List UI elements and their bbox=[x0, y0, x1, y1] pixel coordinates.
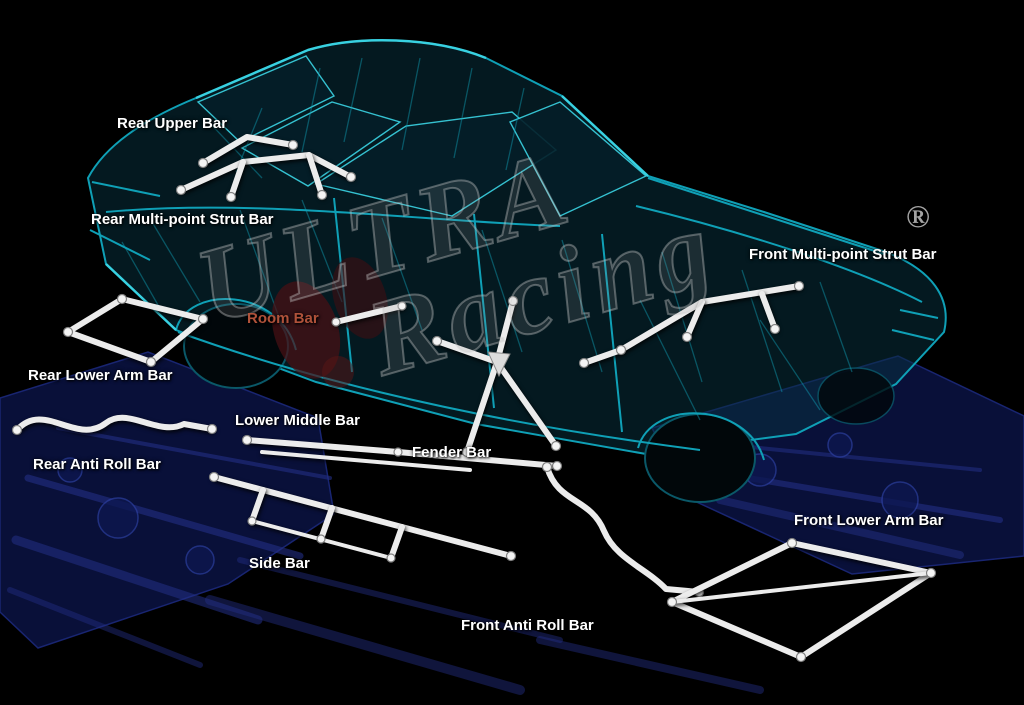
windshield bbox=[509, 101, 648, 217]
label-front-multi-point-strut-bar: Front Multi-point Strut Bar bbox=[749, 246, 937, 263]
lower-middle-bar-part bbox=[241, 434, 563, 472]
undercarriage-left bbox=[0, 351, 563, 695]
rear-window bbox=[196, 55, 336, 143]
room-bar-part bbox=[331, 301, 407, 327]
label-rear-anti-roll-bar: Rear Anti Roll Bar bbox=[33, 456, 161, 473]
label-rear-multi-point-strut-bar: Rear Multi-point Strut Bar bbox=[91, 211, 274, 228]
front-multipoint-strut-bar-part bbox=[578, 280, 805, 369]
rear-anti-roll-bar-part bbox=[11, 414, 218, 436]
car-body-wireframe bbox=[86, 38, 947, 503]
front-wheel bbox=[644, 413, 756, 503]
far-front-wheel bbox=[817, 367, 895, 425]
label-room-bar: Room Bar bbox=[247, 310, 319, 327]
label-side-bar: Side Bar bbox=[249, 555, 310, 572]
label-rear-upper-bar: Rear Upper Bar bbox=[117, 115, 228, 132]
side-bar-part bbox=[208, 471, 517, 563]
interior-detail bbox=[322, 356, 354, 388]
label-front-lower-arm-bar: Front Lower Arm Bar bbox=[794, 512, 944, 529]
label-rear-lower-arm-bar: Rear Lower Arm Bar bbox=[28, 367, 173, 384]
interior-seat bbox=[271, 281, 341, 379]
label-lower-middle-bar: Lower Middle Bar bbox=[235, 412, 361, 429]
label-front-anti-roll-bar: Front Anti Roll Bar bbox=[461, 617, 594, 634]
label-fender-bar: Fender Bar bbox=[412, 444, 492, 461]
rear-lower-arm-bar-part bbox=[62, 293, 209, 368]
front-lower-arm-bar-part bbox=[666, 537, 937, 663]
rear-multipoint-strut-bar-part bbox=[175, 152, 357, 203]
rear-side-window bbox=[240, 101, 402, 187]
rear-upper-bar-part bbox=[197, 134, 299, 169]
fender-bar-part bbox=[431, 295, 562, 458]
